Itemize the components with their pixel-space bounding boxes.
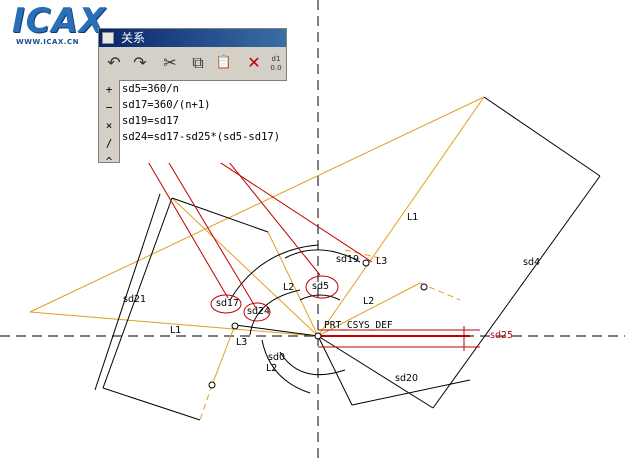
sketch-points[interactable] (208, 259, 428, 389)
cut-icon[interactable]: ✂ (163, 53, 177, 72)
dim-sd19[interactable]: sd19 (336, 254, 360, 265)
label-l3-b: L3 (236, 337, 248, 348)
dim-sd4[interactable]: sd4 (523, 257, 541, 268)
label-l3-a: L3 (376, 256, 388, 267)
relation-line[interactable]: sd24=sd17-sd25*(sd5-sd17) (122, 131, 281, 143)
dim-sd5[interactable]: sd5 (312, 281, 330, 292)
relation-line[interactable]: sd19=sd17 (122, 115, 179, 127)
relations-dialog: 关系 ↶ ↷ ✂ ⧉ 📋 ✕ d1 0.0 + − × / ^ sd5=360/… (98, 28, 287, 168)
plus-button[interactable]: + (105, 83, 113, 96)
dim-sd17[interactable]: sd17 (216, 298, 240, 309)
label-l2-a: L2 (283, 282, 295, 293)
redo-icon[interactable]: ↷ (133, 53, 147, 72)
window-icon (102, 32, 114, 44)
undo-icon[interactable]: ↶ (107, 53, 121, 72)
construction-lines (29, 96, 485, 421)
power-button[interactable]: ^ (105, 155, 113, 168)
label-l2-b: L2 (363, 296, 375, 307)
copy-icon[interactable]: ⧉ (192, 53, 204, 72)
number-format-icon[interactable]: d1 0.0 (270, 55, 282, 72)
paste-icon[interactable]: 📋 (215, 55, 233, 70)
dim-sd20[interactable]: sd20 (395, 373, 419, 384)
dim-sd24[interactable]: sd24 (247, 306, 271, 317)
dim-sd25[interactable]: sd25 (490, 330, 514, 341)
operator-palette: + − × / ^ (100, 81, 118, 168)
label-l1-top: L1 (407, 212, 419, 223)
minus-button[interactable]: − (105, 101, 113, 114)
label-l2-c: L2 (266, 363, 278, 374)
dialog-title-bar[interactable]: 关系 (99, 29, 286, 47)
dialog-toolbar: ↶ ↷ ✂ ⧉ 📋 ✕ d1 0.0 (101, 50, 285, 78)
relation-line[interactable]: sd5=360/n (122, 83, 179, 95)
dim-sd0[interactable]: sd0 (268, 352, 286, 363)
dialog-title: 关系 (121, 31, 146, 45)
multiply-button[interactable]: × (105, 119, 113, 132)
divide-button[interactable]: / (105, 137, 113, 150)
relations-editor[interactable]: sd5=360/n sd17=360/(n+1) sd19=sd17 sd24=… (119, 80, 287, 163)
label-l1-left: L1 (170, 325, 182, 336)
dim-sd21[interactable]: sd21 (123, 294, 147, 305)
csys-label: PRT_CSYS_DEF (324, 320, 393, 331)
delete-icon[interactable]: ✕ (247, 53, 261, 72)
logo-text: ICAX (12, 1, 107, 41)
logo-subtext: WWW.ICAX.CN (16, 38, 79, 46)
relation-line[interactable]: sd17=360/(n+1) (122, 99, 211, 111)
icax-logo: ICAX WWW.ICAX.CN (8, 2, 126, 48)
dimension-lines (94, 96, 601, 421)
